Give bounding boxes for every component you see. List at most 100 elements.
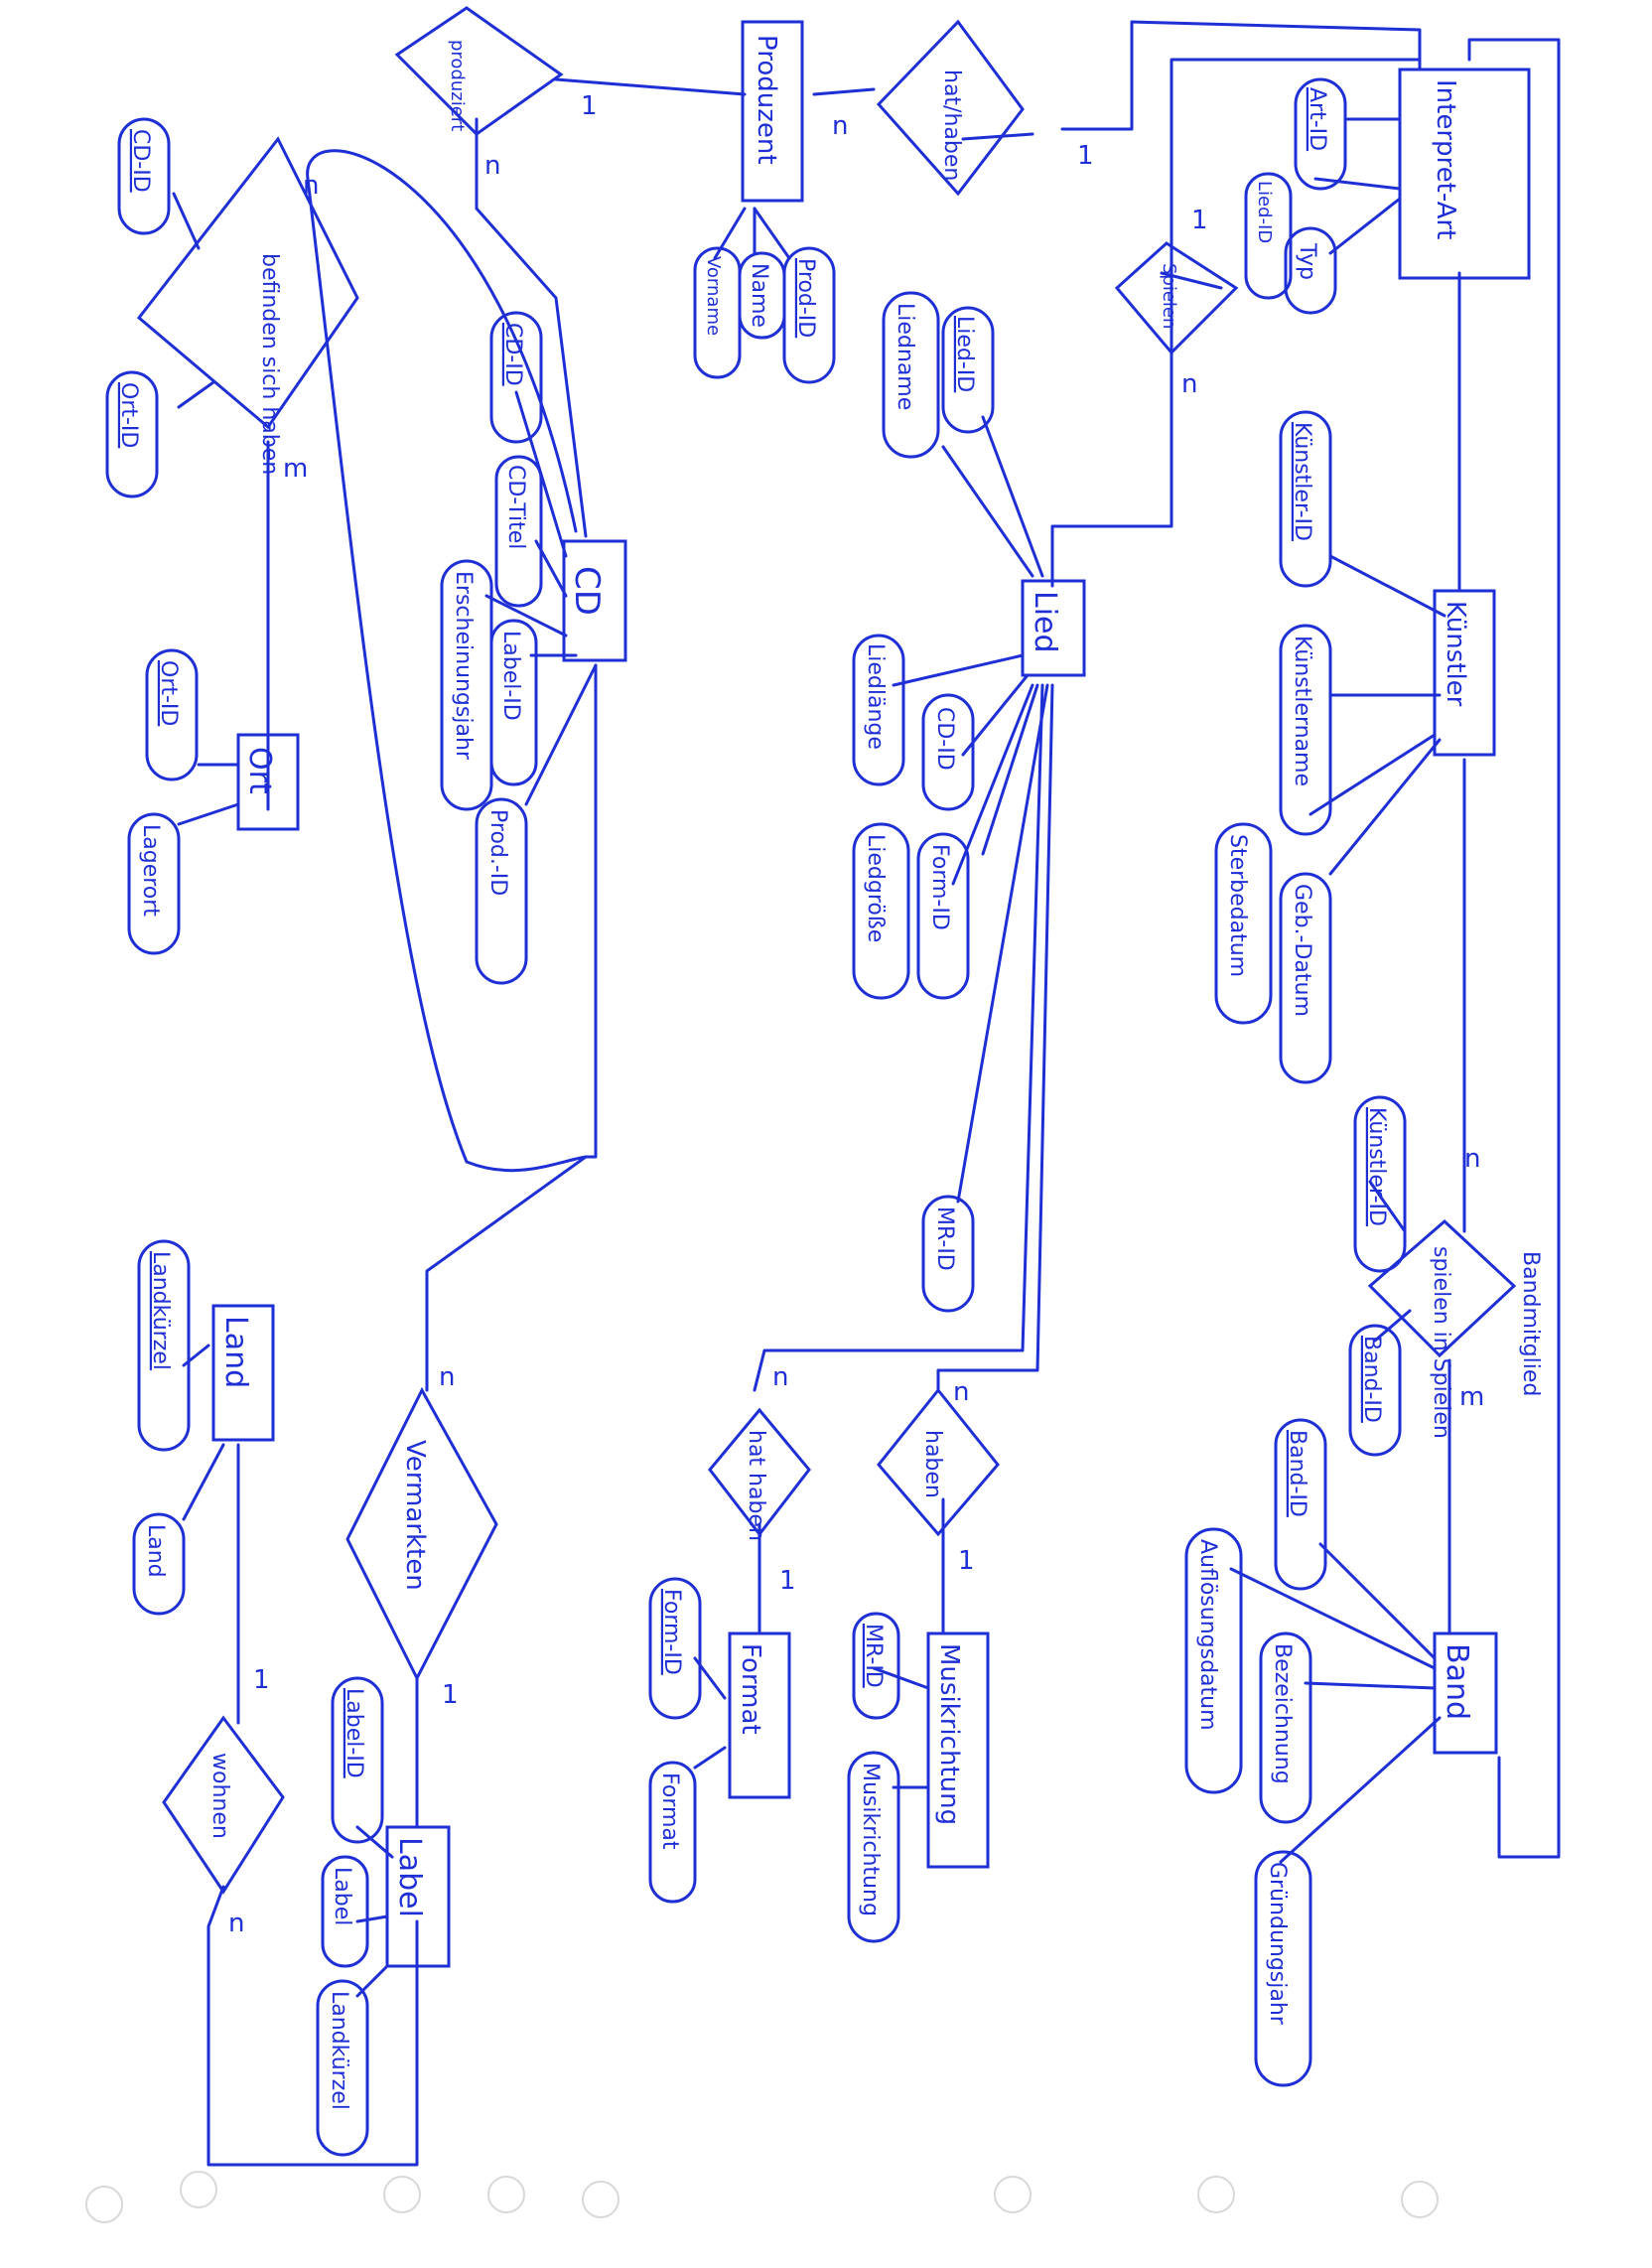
attribute-format: Format [648,1761,697,1904]
punch-holes [85,2171,1439,2223]
attribute-cd-id-lied: CD-ID [921,693,975,811]
attribute-gruendungsjahr: Gründungsjahr [1254,1850,1312,2087]
entity-cd-label: CD [567,566,607,616]
relationship-befinden-sich-haben: befinden sich haben [136,136,359,475]
relationship-spielen-in-label: spielen in Spielen [1429,1246,1453,1439]
entity-lied: Lied [1021,579,1086,677]
attributes: Art-ID Lied-ID Typ Prod-ID Name Vorname … [105,77,1407,2157]
attribute-liedlaenge: Liedlänge [852,634,905,786]
cardinality: m [1459,1382,1484,1412]
relationship-haben: haben [877,1387,1000,1537]
entity-band: Band [1433,1631,1498,1755]
attribute-cd-id-cd-label: CD-ID [500,323,525,386]
attribute-lagerort: Lagerort [127,812,181,955]
attribute-prod-id-label: Prod-ID [793,258,818,338]
attribute-band-id-label: Band-ID [1285,1430,1309,1517]
attribute-ort-id-rel-label: Ort-ID [116,382,141,448]
attribute-cd-titel-label: CD-Titel [503,465,528,549]
cardinality: n [832,111,848,141]
cardinality: 1 [1191,206,1208,235]
relationship-hat-haben-label: hat/haben [939,70,964,181]
attribute-liedgroesse-label: Liedgröße [863,834,888,942]
attribute-geb-datum: Geb.-Datum [1279,872,1332,1084]
attribute-form-id-label: Form-ID [659,1589,684,1675]
attribute-lied-id: Lied-ID [941,306,995,434]
relationship-vermarkten: Vermarkten [345,1386,498,1682]
entity-cd: CD [562,539,627,662]
attribute-gruendungsjahr-label: Gründungsjahr [1265,1862,1290,2026]
annotation-bandmitglied: Bandmitglied [1518,1251,1543,1396]
attribute-lied-id-ia-label: Lied-ID [1254,181,1275,243]
relationship-hat-haben: hat/haben [876,19,1025,197]
entity-format: Format [728,1631,791,1799]
attribute-label-attr-label: Label [330,1867,354,1925]
attribute-form-id: Form-ID [648,1577,702,1720]
attribute-kuenstler-id: Künstler-ID [1279,410,1332,588]
attribute-vorname-label: Vorname [703,256,724,336]
cardinality: n [228,1909,244,1938]
attribute-cd-titel: CD-Titel [494,455,543,608]
attribute-mr-id-label: MR-ID [932,1206,957,1271]
punch-hole [994,2176,1032,2213]
cardinality: 1 [1077,141,1094,171]
entity-interpret-art-label: Interpret-Art [1431,79,1460,239]
entity-land: Land [211,1304,275,1442]
attribute-cd-id-cd: CD-ID [489,311,543,444]
cardinality: n [772,1362,788,1392]
attribute-musikrichtung: Musikrichtung [847,1751,900,1943]
attribute-label-id: Label-ID [331,1676,384,1844]
attribute-ort-id: Ort-ID [145,648,199,781]
entity-label: Label [385,1825,451,1968]
attribute-band-id-rel-label: Band-ID [1359,1336,1384,1423]
attribute-lied-id-label: Lied-ID [952,316,977,392]
attribute-kuenstler-id-rel-label: Künstler-ID [1364,1107,1389,1226]
attribute-bezeichnung: Bezeichnung [1259,1631,1312,1824]
attribute-mr-id-2-label: MR-ID [861,1624,886,1688]
relationship-produziert: produziert [394,6,564,136]
attribute-kuenstler-id-label: Künstler-ID [1290,422,1314,541]
attribute-name-label: Name [747,263,771,328]
relationship-produziert-label: produziert [447,40,468,131]
relationship-hat-haben-format-label: hat haben [744,1430,768,1541]
attribute-erscheinungsjahr-label: Erscheinungsjahr [451,571,476,761]
attribute-mr-id: MR-ID [921,1195,975,1313]
attribute-mr-id-2: MR-ID [852,1612,900,1720]
attribute-sterbedatum: Sterbedatum [1214,822,1273,1025]
attribute-liedlaenge-label: Liedlänge [863,643,888,750]
entity-musikrichtung: Musikrichtung [926,1631,990,1869]
attribute-land: Land [132,1512,186,1616]
entity-lied-label: Lied [1028,591,1062,653]
cardinality: n [484,151,500,181]
punch-hole [1401,2181,1439,2218]
cardinality: 1 [442,1680,459,1710]
attribute-vorname: Vorname [693,246,742,379]
cardinalities: 1 n n 1 1 n n m n m n 1 n 1 n 1 1 n [228,91,1484,1938]
attribute-label: Label [321,1855,369,1968]
attribute-art-id: Art-ID [1294,77,1347,191]
attribute-label-id-cd-label: Label-ID [498,631,523,721]
attribute-aufloesungsdatum: Auflösungsdatum [1184,1527,1243,1794]
cardinality: n [1464,1144,1480,1174]
attribute-lagerort-label: Lagerort [138,824,163,917]
relationship-spielen: Spielen [1114,241,1239,355]
attribute-cd-id-ort: CD-ID [117,117,171,235]
attribute-format-label: Format [657,1772,682,1850]
attribute-art-id-label: Art-ID [1305,87,1329,151]
entity-interpret-art: Interpret-Art [1398,68,1531,280]
attribute-landkuerzel: Landkürzel [137,1239,191,1452]
attribute-ort-id-rel: Ort-ID [105,370,159,498]
attribute-cd-id-lied-label: CD-ID [932,707,957,771]
punch-hole [582,2181,620,2218]
attribute-prod-id-cd-label: Prod.-ID [485,809,510,896]
attribute-name: Name [738,251,786,340]
relationship-haben-label: haben [920,1430,945,1498]
attribute-form-id-lied: Form-ID [916,832,970,1000]
punch-hole [487,2176,525,2213]
cardinality: n [303,171,319,201]
entity-ort-label: Ort [242,747,277,794]
attribute-landkuerzel-label: Landkürzel [148,1251,173,1370]
punch-hole [85,2186,123,2223]
attribute-label-id-label: Label-ID [342,1688,366,1778]
punch-hole [383,2176,421,2213]
